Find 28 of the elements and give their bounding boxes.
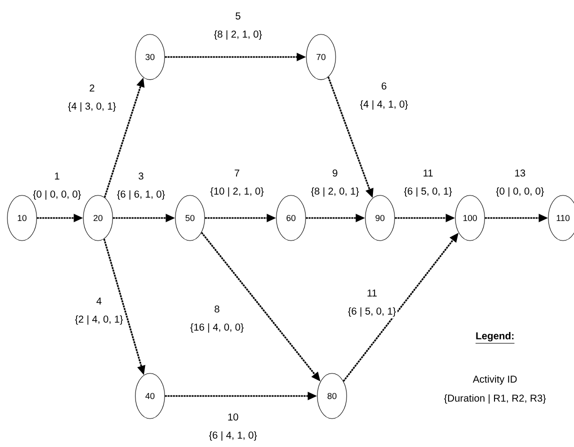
activity-data: {8 | 2, 1, 0} (212, 29, 264, 42)
edge-label: 5 (234, 11, 242, 21)
edge-label: 11 (421, 168, 435, 178)
activity-data: {4 | 3, 0, 1} (66, 100, 118, 114)
legend-text: Activity ID (472, 375, 517, 385)
edge-label: 1 (52, 171, 62, 181)
edge-label: 6 (380, 81, 388, 91)
activity-data: {6 | 4, 1, 0} (208, 430, 258, 442)
edge-label: 13 (513, 168, 527, 178)
edge-label: 4 (94, 296, 104, 306)
activity-data: {10 | 2, 1, 0} (208, 186, 266, 198)
edge-label: 11 (365, 288, 379, 298)
activity-data: {8 | 2, 0, 1} (310, 186, 360, 198)
activity-data: {6 | 5, 0, 1} (346, 306, 398, 318)
activity-data: {2 | 4, 0, 1} (74, 314, 124, 326)
edge-label: 7 (232, 168, 242, 178)
edge-label: 9 (330, 168, 340, 178)
edge-label: 2 (88, 83, 96, 93)
edge-label: 8 (212, 304, 222, 314)
activity-data: {16 | 4, 0, 0} (188, 322, 246, 334)
activity-data: {6 | 5, 0, 1} (402, 186, 454, 198)
edge-label: 10 (226, 412, 240, 422)
legend-title: Legend: (475, 332, 515, 344)
edge-label: 3 (136, 171, 146, 181)
activity-data: {0 | 0, 0, 0} (494, 186, 546, 198)
activity-data: {4 | 4, 1, 0} (358, 99, 410, 112)
legend-text: {Duration | R1, R2, R3} (444, 394, 546, 404)
activity-data: {6 | 6, 1, 0} (116, 188, 166, 202)
